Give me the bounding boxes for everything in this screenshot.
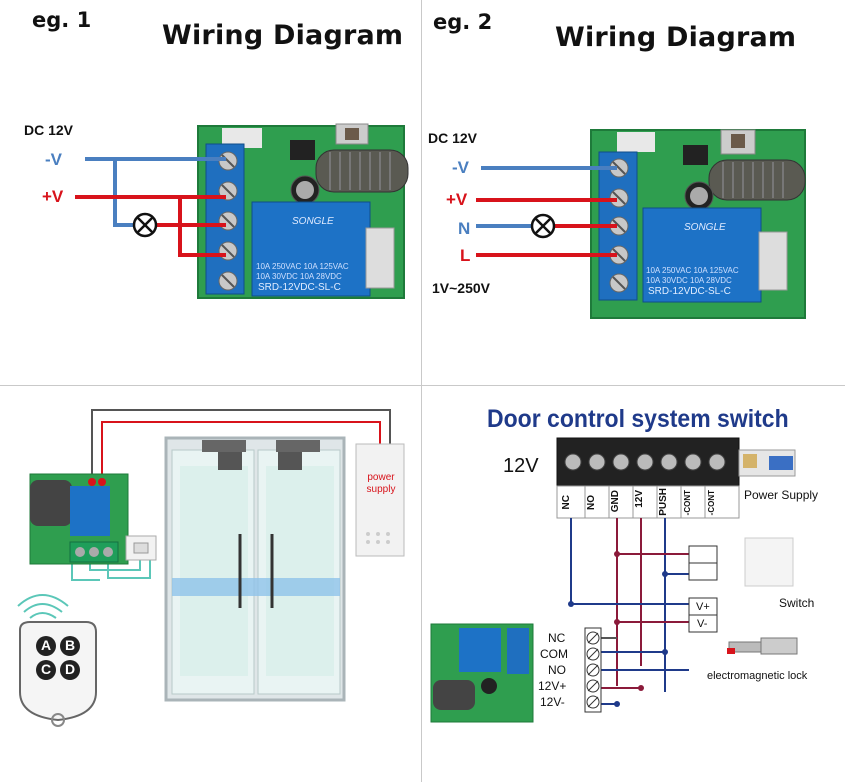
eg4-relay-pin-column — [584, 627, 602, 713]
eg1-supply-label: DC 12V — [24, 122, 74, 138]
eg4-pin-12v-minus: 12V- — [540, 695, 565, 709]
eg1-pos-label: +V — [42, 187, 64, 206]
eg4-vplus-label: V+ — [696, 601, 710, 613]
eg3-door-svg — [17, 409, 405, 727]
eg4-switch-label: Switch — [779, 596, 815, 610]
eg2-l-label: L — [460, 246, 471, 265]
eg4-power-supply-label: Power Supply — [744, 488, 819, 502]
eg2-relay — [642, 207, 762, 303]
eg1-relay-model: SRD-12VDC-SL-C — [258, 282, 341, 293]
eg1-relay-ratings: 10A 250VAC 10A 125VAC — [256, 262, 349, 271]
eg3-remote-control — [17, 594, 97, 727]
vertical-divider — [421, 0, 422, 782]
eg2-supply-label: DC 12V — [428, 130, 478, 146]
eg2-lamp-symbol — [530, 213, 556, 239]
eg4-switch-icon — [744, 537, 794, 587]
eg4-voltage: 12V — [503, 455, 539, 477]
eg2-relay-ratings: 10A 250VAC 10A 125VAC — [646, 266, 739, 275]
eg4-title: Door control system switch — [487, 405, 789, 433]
eg4-pin-com: COM — [540, 647, 568, 661]
eg1-relay — [251, 201, 371, 297]
eg3-maglock-right — [276, 440, 320, 452]
eg2-neg-label: -V — [452, 158, 469, 177]
eg3-power-supply-box — [355, 443, 405, 557]
eg4-terminal-cont-1: -CONT — [683, 490, 692, 516]
eg4-lock-icon — [727, 637, 798, 655]
eg4-terminal-nc: NC — [561, 495, 572, 510]
eg1-label: eg. 1 — [32, 8, 92, 32]
eg1-lamp-symbol — [132, 212, 158, 238]
eg4-terminal-no: NO — [586, 495, 597, 510]
eg2-label: eg. 2 — [433, 10, 493, 34]
horizontal-divider — [0, 385, 845, 386]
eg4-lock-label: electromagnetic lock — [707, 670, 808, 682]
eg2-range-label: 1V~250V — [432, 280, 490, 296]
eg4-pin-no: NO — [548, 663, 566, 677]
eg3-power-supply-label: power supply — [358, 472, 404, 496]
eg1-relay-ratings-2: 10A 30VDC 10A 28VDC — [256, 272, 342, 281]
eg2-pos-label: +V — [446, 190, 468, 209]
eg3-remote-key-d: D — [64, 661, 76, 677]
eg1-title: Wiring Diagram — [162, 20, 404, 51]
eg3-maglock-left — [202, 440, 246, 452]
eg4-vminus-label: V- — [697, 618, 708, 630]
eg4-pin-12v-plus: 12V+ — [538, 679, 567, 693]
eg2-relay-brand: SONGLE — [684, 222, 726, 233]
eg4-terminal-push: PUSH — [658, 488, 669, 516]
eg2-wiring-svg — [476, 129, 806, 319]
eg3-power-supply-text: power supply — [366, 472, 396, 495]
eg2-relay-model: SRD-12VDC-SL-C — [648, 286, 731, 297]
eg4-system-svg — [430, 437, 798, 723]
eg1-neg-label: -V — [45, 150, 62, 169]
eg2-n-label: N — [458, 219, 471, 238]
eg2-relay-ratings-2: 10A 30VDC 10A 28VDC — [646, 276, 732, 285]
eg4-pin-nc: NC — [548, 631, 566, 645]
eg1-relay-brand: SONGLE — [292, 216, 334, 227]
eg4-terminal-cont-2: -CONT — [707, 490, 716, 516]
eg4-terminal-12v: 12V — [634, 490, 645, 508]
eg2-title: Wiring Diagram — [555, 22, 797, 53]
eg4-terminal-gnd: GND — [610, 490, 621, 513]
eg3-remote-key-c: C — [40, 661, 52, 677]
eg3-remote-key-a: A — [40, 637, 52, 653]
eg1-wiring-svg — [75, 123, 409, 299]
eg3-remote-key-b: B — [64, 637, 76, 653]
